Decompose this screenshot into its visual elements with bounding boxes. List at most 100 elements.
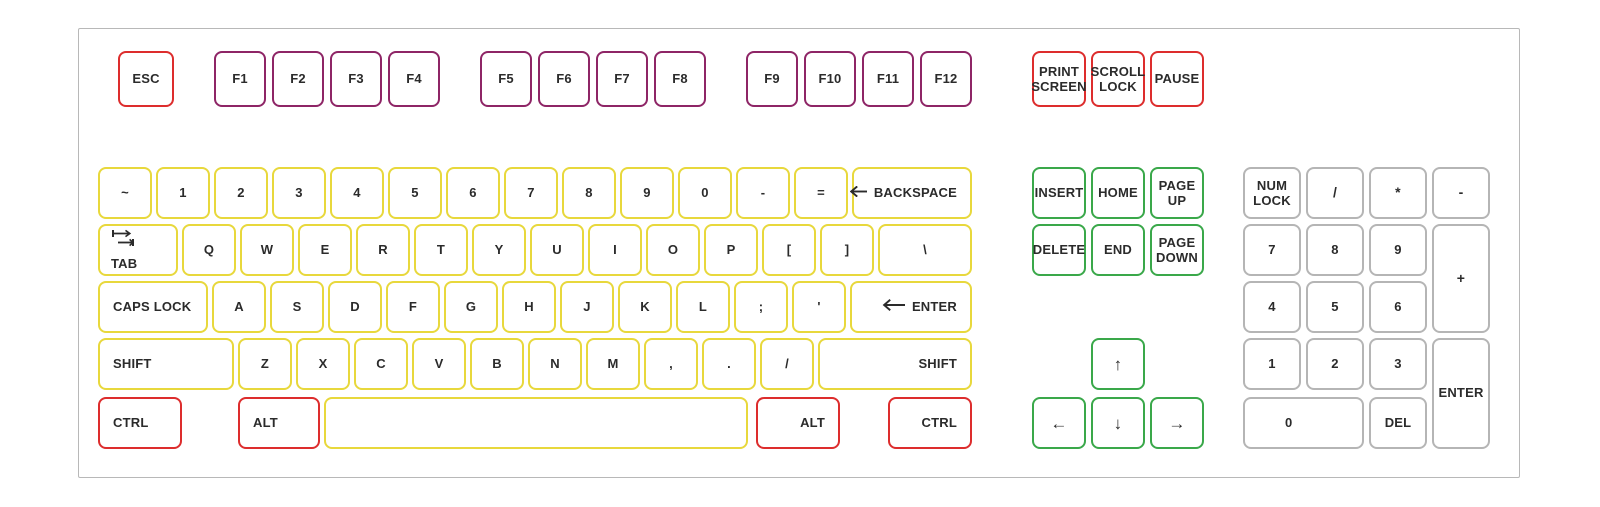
key-j[interactable]: J bbox=[560, 281, 614, 333]
key-f12[interactable]: F12 bbox=[920, 51, 972, 107]
key-digit-6[interactable]: 6 bbox=[446, 167, 500, 219]
key-n[interactable]: N bbox=[528, 338, 582, 390]
key-numpad-1[interactable]: 1 bbox=[1243, 338, 1301, 390]
key-numpad-2[interactable]: 2 bbox=[1306, 338, 1364, 390]
key-print-screen[interactable]: PRINT SCREEN bbox=[1031, 51, 1087, 107]
key-numpad-multiply[interactable]: * bbox=[1369, 167, 1427, 219]
key-s[interactable]: S bbox=[270, 281, 324, 333]
key-numpad-subtract[interactable]: - bbox=[1432, 167, 1490, 219]
key-numpad-divide[interactable]: / bbox=[1306, 167, 1364, 219]
key-digit-5[interactable]: 5 bbox=[388, 167, 442, 219]
key-r[interactable]: R bbox=[356, 224, 410, 276]
key-backspace[interactable]: BACKSPACE bbox=[849, 167, 972, 219]
key-arrow-down[interactable]: ↓ bbox=[1091, 397, 1145, 449]
key-digit-2[interactable]: 2 bbox=[214, 167, 268, 219]
key-pause[interactable]: PAUSE bbox=[1150, 51, 1204, 107]
key-delete[interactable]: DELETE bbox=[1032, 224, 1086, 276]
key-f9[interactable]: F9 bbox=[746, 51, 798, 107]
key-t[interactable]: T bbox=[414, 224, 468, 276]
key-tilde[interactable]: ~ bbox=[98, 167, 152, 219]
key-digit-1[interactable]: 1 bbox=[156, 167, 210, 219]
key-arrow-left[interactable]: ← bbox=[1032, 397, 1086, 449]
key-digit-9[interactable]: 9 bbox=[620, 167, 674, 219]
key-minus[interactable]: - bbox=[736, 167, 790, 219]
key-numpad-0[interactable]: 0 bbox=[1243, 397, 1364, 449]
key-f[interactable]: F bbox=[386, 281, 440, 333]
key-v[interactable]: V bbox=[412, 338, 466, 390]
key-l[interactable]: L bbox=[676, 281, 730, 333]
key-f11[interactable]: F11 bbox=[862, 51, 914, 107]
key-f1[interactable]: F1 bbox=[214, 51, 266, 107]
key-enter[interactable]: ENTER bbox=[850, 281, 972, 333]
key-semicolon[interactable]: ; bbox=[734, 281, 788, 333]
key-o[interactable]: O bbox=[646, 224, 700, 276]
key-numpad-add[interactable]: + bbox=[1432, 224, 1490, 333]
key-numpad-del[interactable]: DEL bbox=[1369, 397, 1427, 449]
key-apostrophe[interactable]: ' bbox=[792, 281, 846, 333]
key-ctrl-left[interactable]: CTRL bbox=[98, 397, 182, 449]
key-tab[interactable]: TAB bbox=[98, 224, 178, 276]
key-numpad-7[interactable]: 7 bbox=[1243, 224, 1301, 276]
key-z[interactable]: Z bbox=[238, 338, 292, 390]
key-comma[interactable]: , bbox=[644, 338, 698, 390]
key-y[interactable]: Y bbox=[472, 224, 526, 276]
key-bracket-right[interactable]: ] bbox=[820, 224, 874, 276]
key-insert[interactable]: INSERT bbox=[1032, 167, 1086, 219]
key-arrow-right[interactable]: → bbox=[1150, 397, 1204, 449]
key-b[interactable]: B bbox=[470, 338, 524, 390]
key-f3[interactable]: F3 bbox=[330, 51, 382, 107]
key-numpad-8[interactable]: 8 bbox=[1306, 224, 1364, 276]
key-slash[interactable]: / bbox=[760, 338, 814, 390]
key-e[interactable]: E bbox=[298, 224, 352, 276]
key-arrow-up[interactable]: ↑ bbox=[1091, 338, 1145, 390]
key-m[interactable]: M bbox=[586, 338, 640, 390]
key-esc[interactable]: ESC bbox=[118, 51, 174, 107]
key-numpad-6[interactable]: 6 bbox=[1369, 281, 1427, 333]
key-shift-left[interactable]: SHIFT bbox=[98, 338, 234, 390]
key-bracket-left[interactable]: [ bbox=[762, 224, 816, 276]
key-home[interactable]: HOME bbox=[1091, 167, 1145, 219]
key-digit-3[interactable]: 3 bbox=[272, 167, 326, 219]
key-digit-4[interactable]: 4 bbox=[330, 167, 384, 219]
key-alt-right[interactable]: ALT bbox=[756, 397, 840, 449]
key-numpad-5[interactable]: 5 bbox=[1306, 281, 1364, 333]
key-space[interactable] bbox=[324, 397, 748, 449]
key-x[interactable]: X bbox=[296, 338, 350, 390]
key-d[interactable]: D bbox=[328, 281, 382, 333]
key-f7[interactable]: F7 bbox=[596, 51, 648, 107]
key-f8[interactable]: F8 bbox=[654, 51, 706, 107]
key-digit-0[interactable]: 0 bbox=[678, 167, 732, 219]
key-numpad-9[interactable]: 9 bbox=[1369, 224, 1427, 276]
key-c[interactable]: C bbox=[354, 338, 408, 390]
key-g[interactable]: G bbox=[444, 281, 498, 333]
key-numpad-enter[interactable]: ENTER bbox=[1432, 338, 1490, 449]
key-caps-lock[interactable]: CAPS LOCK bbox=[98, 281, 208, 333]
key-i[interactable]: I bbox=[588, 224, 642, 276]
key-numpad-4[interactable]: 4 bbox=[1243, 281, 1301, 333]
key-ctrl-right[interactable]: CTRL bbox=[888, 397, 972, 449]
key-shift-right[interactable]: SHIFT bbox=[818, 338, 972, 390]
key-page-down[interactable]: PAGE DOWN bbox=[1150, 224, 1204, 276]
key-numpad-3[interactable]: 3 bbox=[1369, 338, 1427, 390]
key-f10[interactable]: F10 bbox=[804, 51, 856, 107]
key-a[interactable]: A bbox=[212, 281, 266, 333]
key-equals[interactable]: = bbox=[794, 167, 848, 219]
key-w[interactable]: W bbox=[240, 224, 294, 276]
key-q[interactable]: Q bbox=[182, 224, 236, 276]
key-h[interactable]: H bbox=[502, 281, 556, 333]
key-scroll-lock[interactable]: SCROLL LOCK bbox=[1091, 51, 1145, 107]
key-end[interactable]: END bbox=[1091, 224, 1145, 276]
key-period[interactable]: . bbox=[702, 338, 756, 390]
key-f2[interactable]: F2 bbox=[272, 51, 324, 107]
key-digit-8[interactable]: 8 bbox=[562, 167, 616, 219]
key-p[interactable]: P bbox=[704, 224, 758, 276]
key-page-up[interactable]: PAGE UP bbox=[1150, 167, 1204, 219]
key-f6[interactable]: F6 bbox=[538, 51, 590, 107]
key-u[interactable]: U bbox=[530, 224, 584, 276]
key-digit-7[interactable]: 7 bbox=[504, 167, 558, 219]
key-k[interactable]: K bbox=[618, 281, 672, 333]
key-num-lock[interactable]: NUM LOCK bbox=[1243, 167, 1301, 219]
key-f4[interactable]: F4 bbox=[388, 51, 440, 107]
key-f5[interactable]: F5 bbox=[480, 51, 532, 107]
key-alt-left[interactable]: ALT bbox=[238, 397, 320, 449]
